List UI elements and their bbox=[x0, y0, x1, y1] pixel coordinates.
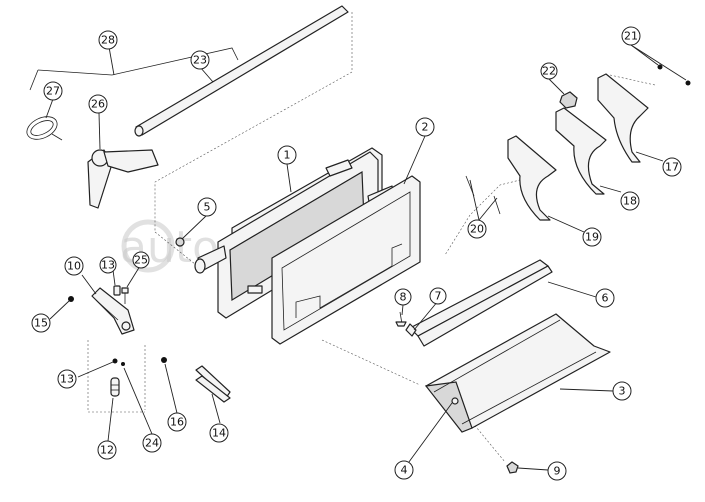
svg-text:8: 8 bbox=[400, 291, 407, 304]
part-15-nut bbox=[68, 296, 74, 302]
part-10-lever bbox=[91, 287, 135, 335]
callout-3: 3 bbox=[612, 381, 632, 401]
callout-10: 10 bbox=[64, 256, 84, 276]
callout-4: 4 bbox=[394, 460, 414, 480]
part-24-pin bbox=[121, 362, 125, 366]
callout-20: 20 bbox=[467, 219, 487, 239]
part-8-bolt bbox=[395, 311, 407, 327]
callout-5: 5 bbox=[197, 197, 217, 217]
part-21-nut-a bbox=[657, 64, 663, 70]
part-20-screws bbox=[465, 175, 501, 215]
part-4-bolt bbox=[451, 397, 459, 405]
svg-text:28: 28 bbox=[101, 34, 115, 47]
svg-text:23: 23 bbox=[193, 54, 207, 67]
callout-14: 14 bbox=[209, 423, 229, 443]
callout-22: 22 bbox=[540, 62, 558, 80]
callout-21: 21 bbox=[621, 26, 641, 46]
part-16-nut bbox=[161, 357, 167, 363]
svg-text:5: 5 bbox=[204, 201, 211, 214]
part-13-pin-upper bbox=[113, 285, 121, 296]
part-21-nut-b bbox=[685, 80, 691, 86]
svg-text:13: 13 bbox=[60, 373, 74, 386]
svg-text:13: 13 bbox=[101, 259, 115, 272]
part-3-tray bbox=[424, 313, 611, 433]
callout-leaders bbox=[45, 44, 687, 471]
part-5-nut bbox=[175, 237, 185, 247]
svg-text:10: 10 bbox=[67, 260, 81, 273]
svg-text:26: 26 bbox=[91, 98, 105, 111]
svg-text:1: 1 bbox=[284, 149, 291, 162]
callout-1: 1 bbox=[277, 145, 297, 165]
callout-18: 18 bbox=[620, 191, 640, 211]
svg-text:6: 6 bbox=[602, 292, 609, 305]
svg-text:2: 2 bbox=[422, 121, 429, 134]
callout-28: 28 bbox=[98, 30, 118, 50]
svg-text:4: 4 bbox=[401, 464, 408, 477]
svg-text:12: 12 bbox=[100, 444, 114, 457]
part-28-wire bbox=[29, 69, 39, 91]
callout-13-upper: 13 bbox=[99, 256, 117, 274]
svg-text:7: 7 bbox=[435, 290, 442, 303]
svg-text:24: 24 bbox=[145, 437, 159, 450]
svg-text:20: 20 bbox=[470, 223, 484, 236]
part-12-spacer bbox=[110, 377, 120, 397]
callout-23: 23 bbox=[190, 50, 210, 70]
callout-6: 6 bbox=[595, 288, 615, 308]
callout-24: 24 bbox=[142, 433, 162, 453]
callout-7: 7 bbox=[429, 287, 447, 305]
part-7-strip bbox=[405, 323, 417, 337]
callout-15: 15 bbox=[31, 313, 51, 333]
callout-26: 26 bbox=[88, 94, 108, 114]
svg-text:25: 25 bbox=[134, 254, 148, 267]
svg-text:3: 3 bbox=[619, 385, 626, 398]
part-17-bracket bbox=[597, 73, 649, 163]
callout-19: 19 bbox=[582, 227, 602, 247]
part-25-screw bbox=[121, 287, 129, 304]
part-9-nut bbox=[506, 461, 519, 474]
svg-text:9: 9 bbox=[554, 465, 561, 478]
svg-text:17: 17 bbox=[665, 161, 679, 174]
part-2-gasket bbox=[271, 175, 421, 345]
callout-16: 16 bbox=[167, 412, 187, 432]
callout-13-lower: 13 bbox=[57, 369, 77, 389]
part-23-rod bbox=[134, 5, 349, 137]
callout-25: 25 bbox=[132, 251, 150, 269]
part-26-handle bbox=[87, 149, 159, 209]
callout-17: 17 bbox=[662, 157, 682, 177]
svg-text:21: 21 bbox=[624, 30, 638, 43]
part-22-nut bbox=[559, 91, 578, 109]
callout-8: 8 bbox=[394, 288, 412, 306]
callout-12: 12 bbox=[97, 440, 117, 460]
part-6-rail bbox=[409, 259, 553, 347]
part-1-frame bbox=[194, 147, 395, 319]
callout-9: 9 bbox=[547, 461, 567, 481]
part-14-plate bbox=[195, 365, 231, 403]
svg-text:19: 19 bbox=[585, 231, 599, 244]
svg-text:22: 22 bbox=[542, 65, 556, 78]
callout-27: 27 bbox=[43, 81, 63, 101]
part-27-clip bbox=[26, 116, 63, 141]
svg-text:18: 18 bbox=[623, 195, 637, 208]
svg-text:15: 15 bbox=[34, 317, 48, 330]
part-13-washer-lower bbox=[112, 358, 118, 364]
part-18-bracket bbox=[555, 107, 607, 195]
svg-text:16: 16 bbox=[170, 416, 184, 429]
callout-2: 2 bbox=[415, 117, 435, 137]
svg-text:14: 14 bbox=[212, 427, 226, 440]
svg-text:27: 27 bbox=[46, 85, 60, 98]
part-19-bracket bbox=[507, 135, 557, 221]
